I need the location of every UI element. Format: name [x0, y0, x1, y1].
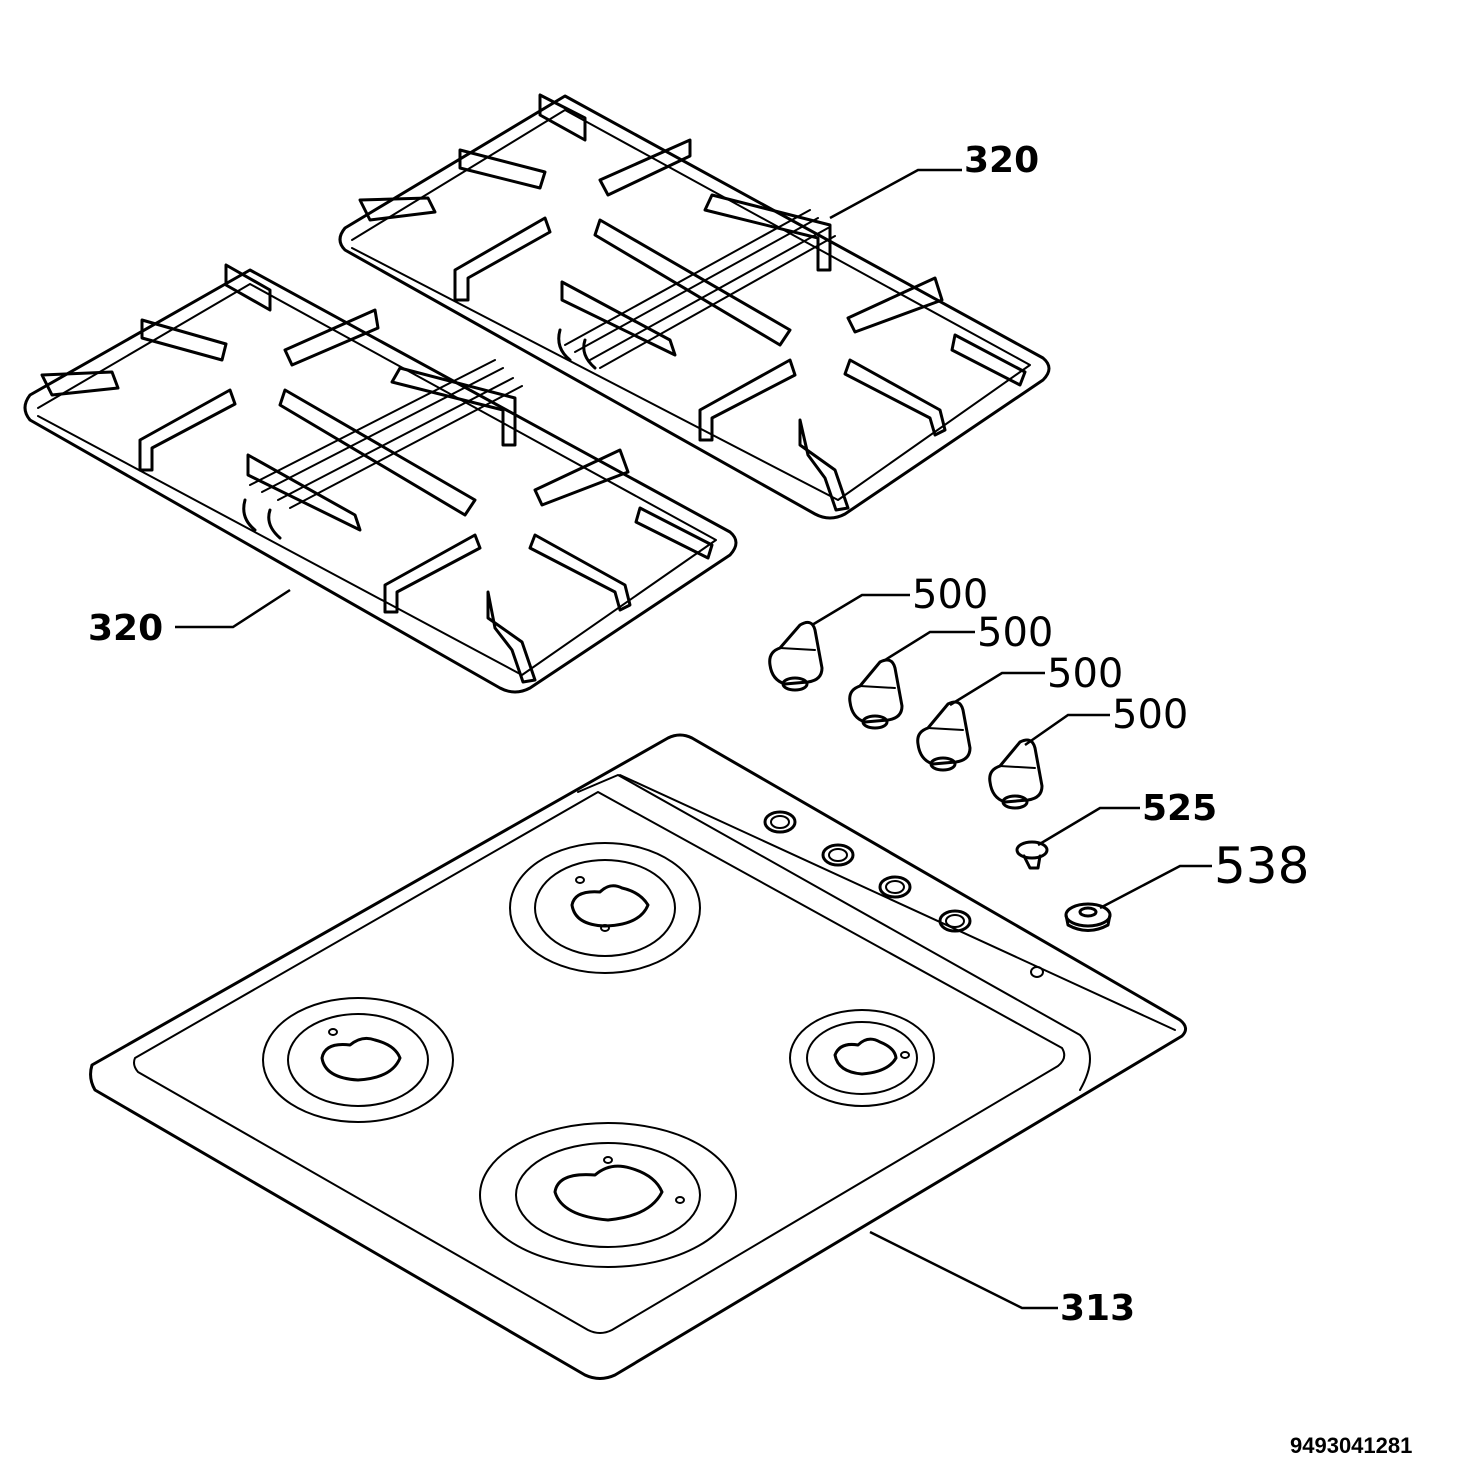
- leader-lines: [175, 168, 1212, 1310]
- control-knob-3: [916, 700, 972, 772]
- part-538-bushing: [1064, 902, 1112, 932]
- pan-support-grid-top: [338, 93, 1051, 520]
- label-500-knob-1: 500: [912, 572, 988, 618]
- part-525-button: [1015, 840, 1049, 870]
- control-knobs: [768, 620, 1044, 810]
- label-525: 525: [1142, 788, 1217, 829]
- label-500-knob-3: 500: [1047, 651, 1123, 697]
- burner-front: [479, 1122, 737, 1268]
- burner-right: [789, 1009, 935, 1107]
- label-500-knob-2: 500: [977, 610, 1053, 656]
- burner-left: [262, 997, 454, 1123]
- burner-rear: [509, 842, 701, 974]
- control-knob-4: [988, 738, 1044, 810]
- label-500-knob-4: 500: [1112, 692, 1188, 738]
- label-538: 538: [1214, 837, 1309, 895]
- pan-support-grid-left: [23, 263, 738, 694]
- hob-top-plate: [89, 733, 1187, 1380]
- label-320-left-grid: 320: [88, 608, 163, 649]
- document-number: 9493041281: [1290, 1433, 1412, 1458]
- label-313: 313: [1060, 1288, 1135, 1329]
- control-knob-1: [768, 620, 824, 692]
- label-320-top-grid: 320: [964, 140, 1039, 181]
- control-knob-2: [848, 658, 904, 730]
